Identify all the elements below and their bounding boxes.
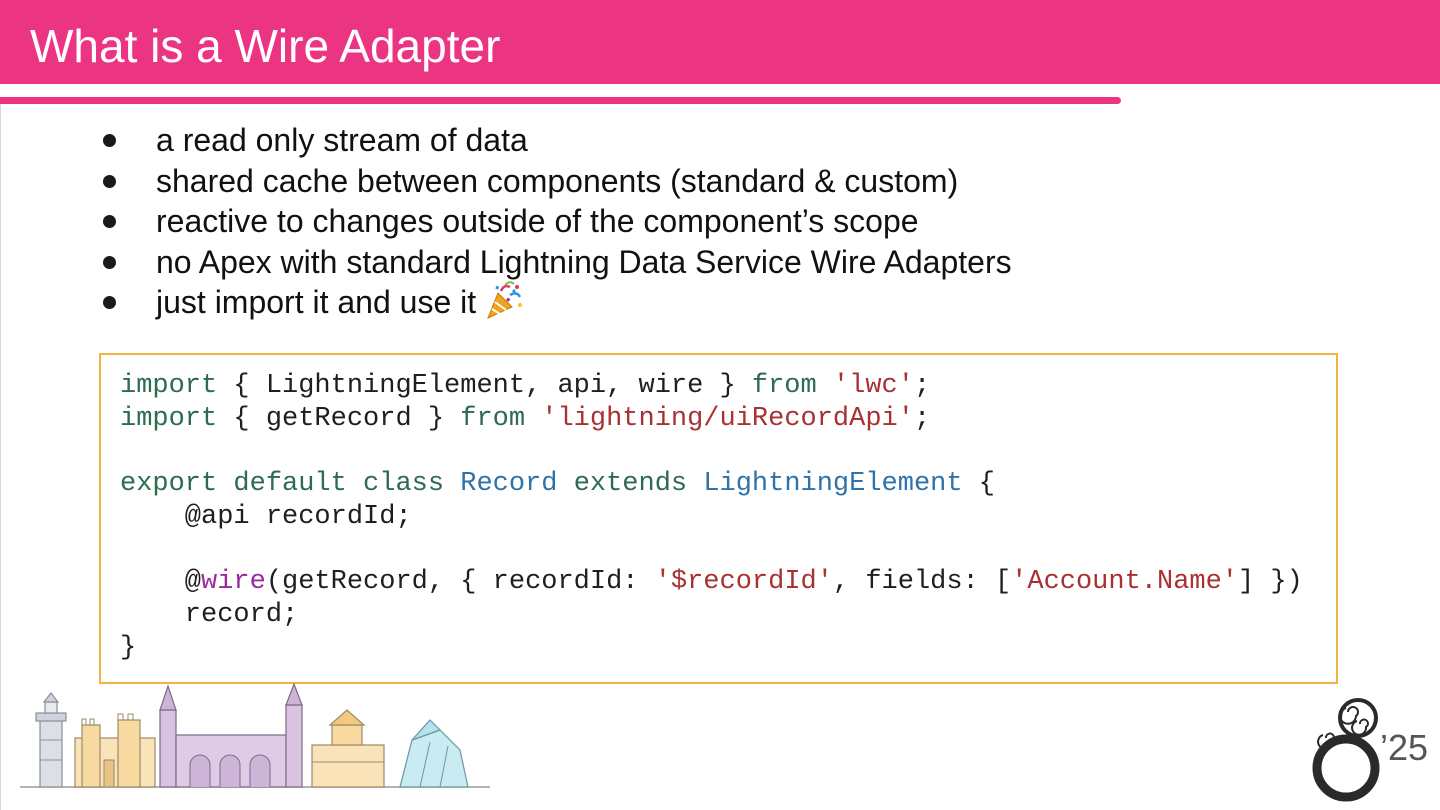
- code-token: ;: [913, 403, 931, 434]
- bullet-item: shared cache between components (standar…: [100, 161, 1012, 202]
- event-logo: ’25: [1308, 690, 1438, 802]
- code-token: 'lightning/uiRecordApi': [541, 403, 914, 434]
- city-skyline-icon: [20, 682, 490, 788]
- code-token: from: [751, 371, 817, 401]
- code-token: record;: [120, 599, 299, 630]
- bullet-dot-icon: [103, 296, 116, 309]
- bullet-text: reactive to changes outside of the compo…: [156, 203, 919, 239]
- logo-year-text: ’25: [1380, 727, 1428, 768]
- bullet-item: reactive to changes outside of the compo…: [100, 201, 1012, 242]
- code-line: record;: [120, 600, 298, 630]
- code-token: [687, 469, 703, 499]
- code-line: @api recordId;: [120, 502, 412, 532]
- code-token: , fields: [: [832, 567, 1012, 598]
- code-line: import { getRecord } from 'lightning/uiR…: [120, 404, 930, 434]
- bullet-text: just import it and use it: [156, 284, 477, 320]
- code-token: }: [120, 632, 137, 663]
- code-line: @wire(getRecord, { recordId: '$recordId'…: [120, 567, 1303, 597]
- code-token: extends: [573, 469, 688, 500]
- code-token: (getRecord, { recordId:: [265, 567, 655, 598]
- code-token: [525, 404, 541, 434]
- code-token: wire: [201, 567, 266, 598]
- code-token: @api recordId;: [120, 501, 412, 532]
- code-token: import: [120, 371, 218, 401]
- bullet-text: a read only stream of data: [156, 122, 528, 158]
- bullet-dot-icon: [103, 134, 116, 147]
- code-token: ;: [913, 371, 931, 401]
- code-token: 'lwc': [832, 371, 914, 401]
- bullet-text: shared cache between components (standar…: [156, 162, 959, 199]
- event-logo-icon: ’25: [1312, 698, 1428, 802]
- code-token: [817, 371, 833, 401]
- code-line: import { LightningElement, api, wire } f…: [120, 371, 930, 401]
- code-token: '$recordId': [654, 567, 833, 598]
- code-token: { getRecord }: [217, 403, 461, 434]
- code-token: Record: [460, 469, 558, 500]
- code-token: import: [120, 403, 218, 434]
- code-line: }: [120, 633, 136, 663]
- code-token: LightningElement: [703, 469, 963, 500]
- code-token: ] }): [1238, 567, 1303, 598]
- bullet-item: just import it and use it: [100, 280, 1012, 323]
- bullet-dot-icon: [103, 255, 116, 269]
- title-bar: What is a Wire Adapter: [0, 0, 1440, 84]
- code-token: export default class: [120, 469, 445, 500]
- code-token: { LightningElement, api, wire }: [217, 371, 752, 401]
- code-token: @: [120, 567, 202, 598]
- title-underline: [0, 97, 1121, 104]
- bullet-list: a read only stream of data shared cache …: [100, 120, 1012, 323]
- slide-title: What is a Wire Adapter: [30, 20, 501, 72]
- bullet-dot-icon: [103, 215, 116, 228]
- left-divider: [0, 104, 1, 810]
- party-popper-icon: [484, 280, 524, 321]
- bullet-text: no Apex with standard Lightning Data Ser…: [156, 243, 1012, 280]
- code-line: export default class Record extends Ligh…: [120, 469, 995, 499]
- code-token: [557, 469, 573, 499]
- code-token: 'Account.Name': [1011, 567, 1239, 598]
- code-snippet-box: import { LightningElement, api, wire } f…: [99, 353, 1338, 684]
- code-block: import { LightningElement, api, wire } f…: [120, 370, 1303, 664]
- code-token: from: [460, 403, 526, 434]
- code-token: [444, 469, 460, 499]
- bullet-dot-icon: [103, 174, 116, 188]
- bullet-item: a read only stream of data: [100, 120, 1012, 161]
- bullet-item: no Apex with standard Lightning Data Ser…: [100, 242, 1012, 283]
- code-token: {: [962, 469, 995, 500]
